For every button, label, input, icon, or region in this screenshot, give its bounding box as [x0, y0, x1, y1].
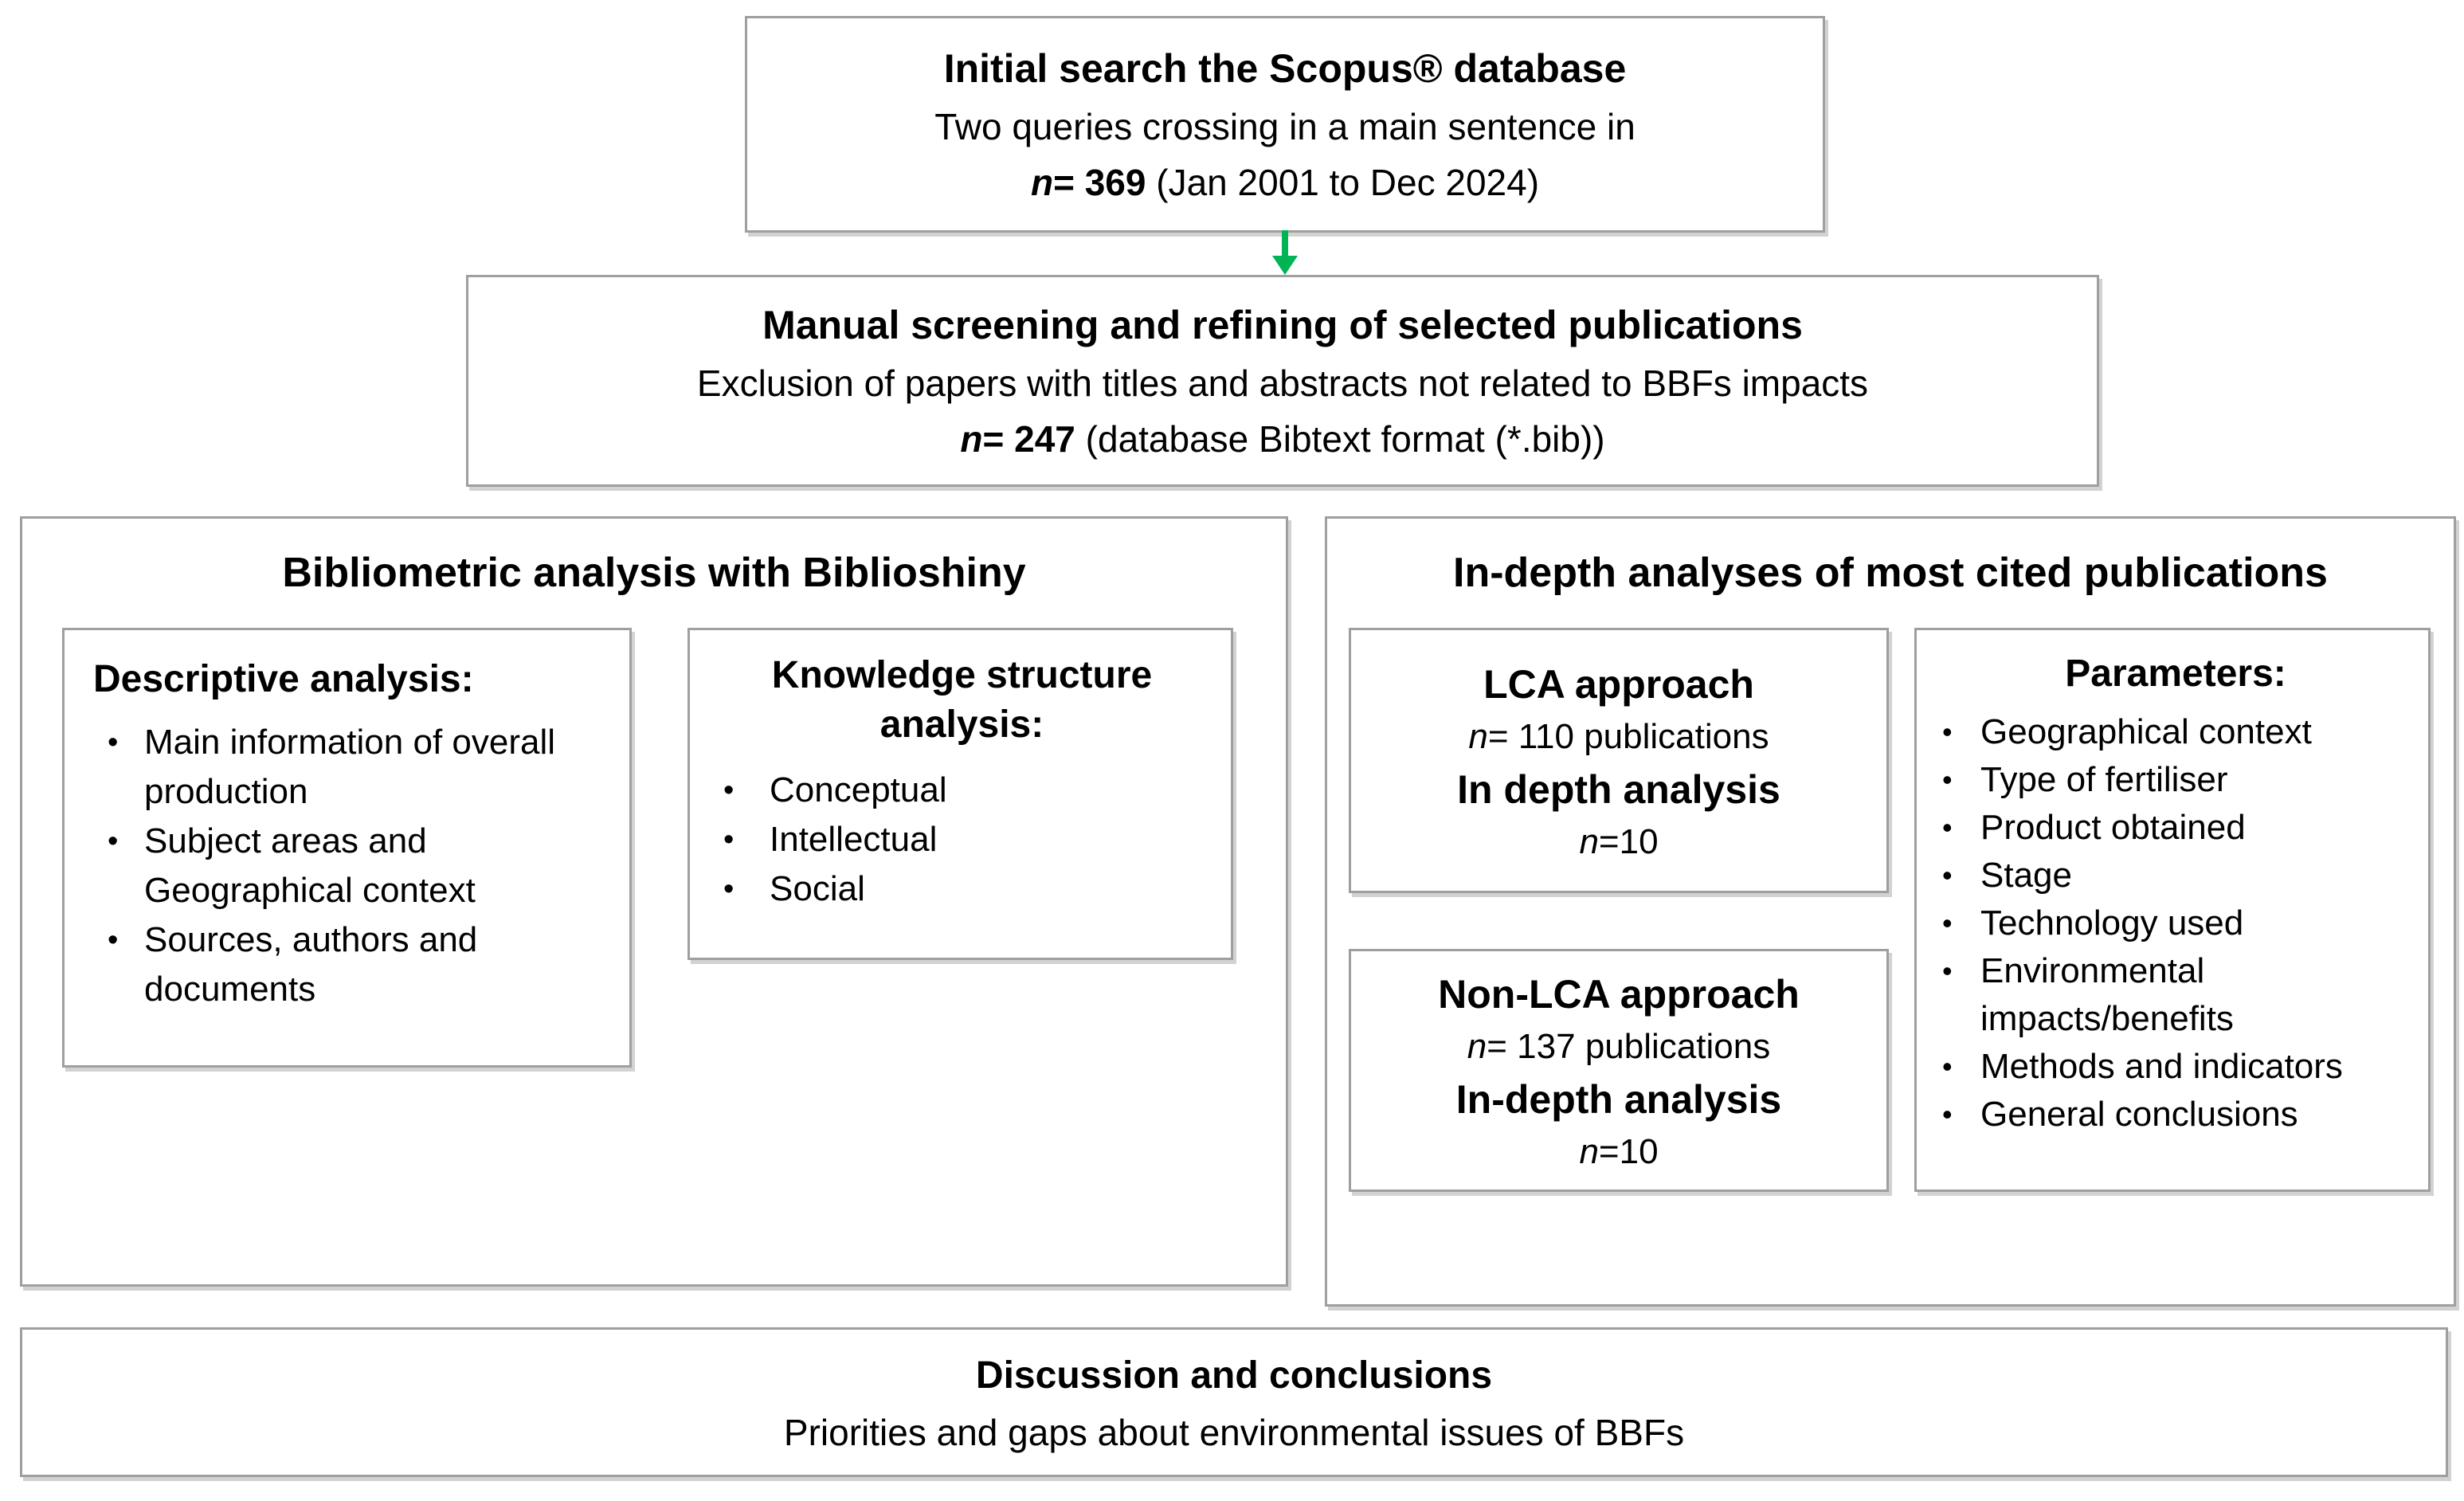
bullet-item: • Environmental impacts/benefits	[1934, 947, 2417, 1043]
bullet-item: • Methods and indicators	[1934, 1043, 2417, 1091]
bullet-item: • Intellectual	[709, 815, 1215, 864]
bullet-item: • General conclusions	[1934, 1091, 2417, 1138]
bullet-text: Geographical context	[1980, 712, 2312, 751]
bullet-text: Conceptual	[770, 770, 947, 809]
indepth-section-title: In-depth analyses of most cited publicat…	[1453, 550, 2328, 596]
n-tail: (Jan 2001 to Dec 2024)	[1146, 162, 1540, 203]
bullet-text: Sources, authors and documents	[144, 920, 478, 1009]
parameters-heading: Parameters:	[2065, 653, 2286, 695]
bullet-dot-icon: •	[108, 726, 119, 759]
bullet-item: • Type of fertiliser	[1934, 756, 2417, 804]
descriptive-analysis-list: •Main information of overall production …	[93, 718, 629, 1014]
bullet-item: • Geographical context	[1934, 708, 2417, 756]
screening-box: Manual screening and refining of selecte…	[466, 275, 2099, 487]
bullet-text: General conclusions	[1980, 1095, 2298, 1134]
lca-subheading: In depth analysis	[1457, 766, 1780, 812]
initial-search-box: Initial search the Scopus® database Two …	[745, 16, 1825, 233]
bullet-item: • Subject areas and Geographical context	[93, 817, 629, 915]
descriptive-analysis-box: Descriptive analysis: • Main information …	[62, 628, 632, 1068]
n-value: = 247	[982, 418, 1075, 460]
n-symbol: n	[1030, 162, 1054, 203]
knowledge-structure-list: • Conceptual • Intellectual • Social	[709, 766, 1215, 914]
non-lca-heading: Non-LCA approach	[1438, 971, 1800, 1017]
indepth-section: In-depth analyses of most cited publicat…	[1325, 516, 2456, 1307]
bullet-text: Subject areas and Geographical context	[144, 821, 476, 910]
bullet-dot-icon: •	[1942, 859, 1953, 892]
bullet-item: • Technology used	[1934, 899, 2417, 947]
knowledge-structure-box: Knowledge structure analysis: • Conceptua…	[687, 628, 1233, 960]
lca-heading: LCA approach	[1483, 661, 1754, 707]
parameters-box: Parameters: • Geographical context • Type …	[1914, 628, 2431, 1192]
screening-title: Manual screening and refining of selecte…	[762, 303, 1803, 347]
n-value: = 369	[1053, 162, 1146, 203]
non-lca-approach-box: Non-LCA approach n= 137 publications In-…	[1349, 949, 1889, 1192]
n-symbol: n	[1579, 821, 1599, 861]
bullet-item: • Stage	[1934, 852, 2417, 899]
bullet-dot-icon: •	[1942, 907, 1953, 939]
n-symbol: n	[1468, 716, 1488, 756]
bullet-item: • Sources, authors and documents	[93, 915, 629, 1014]
bullet-dot-icon: •	[723, 774, 734, 807]
n-symbol: n	[960, 418, 983, 460]
n-symbol: n	[1579, 1131, 1599, 1171]
bullet-dot-icon: •	[108, 923, 119, 957]
bullet-text: Environmental impacts/benefits	[1980, 951, 2234, 1038]
discussion-title: Discussion and conclusions	[975, 1354, 1493, 1397]
lca-approach-box: LCA approach n= 110 publications In dept…	[1349, 628, 1889, 893]
bullet-text: Methods and indicators	[1980, 1047, 2343, 1086]
bullet-dot-icon: •	[1942, 715, 1953, 748]
initial-search-line2: Two queries crossing in a main sentence …	[934, 106, 1635, 147]
bullet-text: Stage	[1980, 856, 2072, 895]
non-lca-publications-line: n= 137 publications	[1467, 1023, 1770, 1071]
bullet-text: Intellectual	[770, 820, 938, 859]
bibliometric-section-title: Bibliometric analysis with Biblioshiny	[282, 550, 1026, 596]
initial-search-count-line: n= 369 (Jan 2001 to Dec 2024)	[1031, 155, 1539, 210]
lca-publications-line: n= 110 publications	[1468, 713, 1769, 761]
n-tail: =10	[1598, 1131, 1659, 1171]
bullet-item: • Conceptual	[709, 766, 1215, 815]
screening-count-line: n= 247 (database Bibtext format (*.bib))	[960, 411, 1604, 467]
parameters-list: • Geographical context • Type of fertilise…	[1934, 708, 2417, 1138]
non-lca-subheading: In-depth analysis	[1455, 1076, 1782, 1122]
bullet-text: Main information of overall production	[144, 723, 556, 811]
initial-search-title: Initial search the Scopus® database	[943, 46, 1627, 91]
n-tail: = 110 publications	[1487, 716, 1769, 756]
n-tail: (database Bibtext format (*.bib))	[1075, 418, 1605, 460]
bullet-text: Type of fertiliser	[1980, 760, 2228, 799]
bullet-dot-icon: •	[108, 825, 119, 858]
n-tail: = 137 publications	[1487, 1026, 1771, 1066]
bullet-text: Product obtained	[1980, 808, 2246, 847]
discussion-subtitle: Priorities and gaps about environmental …	[783, 1412, 1685, 1453]
descriptive-analysis-heading: Descriptive analysis:	[93, 658, 474, 700]
bullet-item: • Product obtained	[1934, 804, 2417, 852]
n-symbol: n	[1467, 1026, 1487, 1066]
screening-line2: Exclusion of papers with titles and abst…	[696, 363, 1869, 404]
bullet-dot-icon: •	[723, 872, 734, 906]
lca-sample-line: n=10	[1579, 818, 1658, 866]
n-tail: =10	[1598, 821, 1659, 861]
down-arrow-icon	[1268, 230, 1302, 275]
bullet-dot-icon: •	[1942, 1098, 1953, 1131]
bullet-item: • Social	[709, 864, 1215, 914]
bullet-dot-icon: •	[1942, 1050, 1953, 1083]
bibliometric-section: Bibliometric analysis with Biblioshiny D…	[20, 516, 1288, 1287]
bullet-text: Social	[770, 869, 865, 908]
bullet-dot-icon: •	[1942, 954, 1953, 987]
knowledge-structure-heading: Knowledge structure analysis:	[771, 654, 1153, 746]
discussion-box: Discussion and conclusions Priorities an…	[20, 1327, 2448, 1477]
non-lca-sample-line: n=10	[1579, 1128, 1658, 1176]
bullet-dot-icon: •	[1942, 763, 1953, 796]
bullet-dot-icon: •	[1942, 811, 1953, 844]
bullet-text: Technology used	[1980, 903, 2244, 943]
bullet-item: • Main information of overall production	[93, 718, 629, 817]
bullet-dot-icon: •	[723, 823, 734, 856]
